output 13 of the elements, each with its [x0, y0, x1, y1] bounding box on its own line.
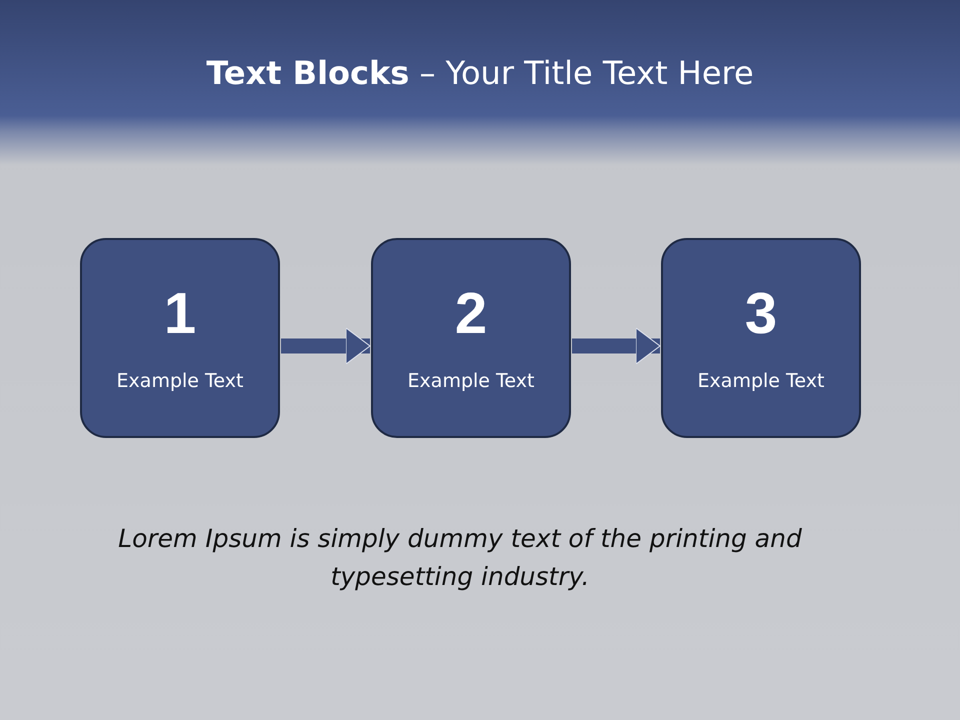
step-label: Example Text [696, 370, 826, 392]
step-box [661, 238, 861, 438]
arrow [572, 328, 660, 364]
step-number: 2 [454, 280, 488, 347]
step-box [80, 238, 280, 438]
step-label: Example Text [406, 370, 536, 392]
step-number: 1 [162, 280, 198, 347]
caption-text: Lorem Ipsum is simply dummy text of the printing and typesetting industry. [117, 523, 803, 593]
step-label: Example Text [116, 370, 244, 392]
slide-title: Text Blocks – Your Title Text Here [205, 54, 755, 92]
arrow [281, 328, 370, 364]
step-box [371, 238, 571, 438]
step-number: 3 [744, 280, 778, 347]
